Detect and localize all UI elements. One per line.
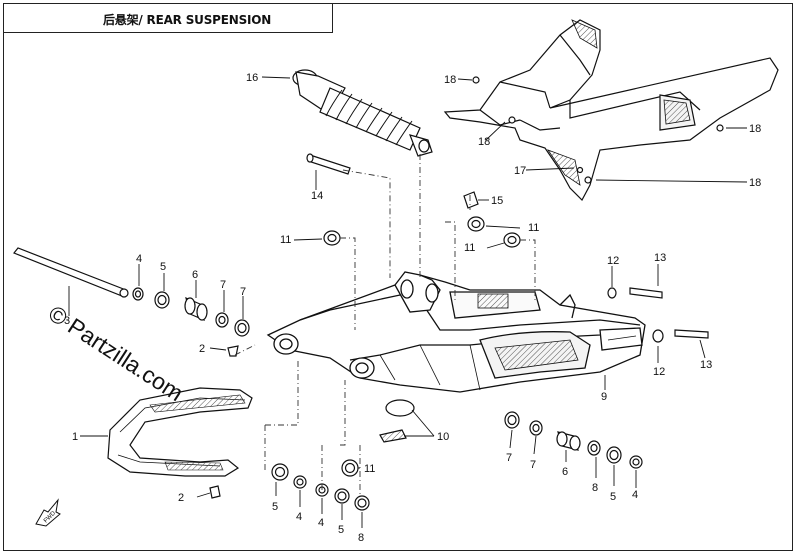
diagram-frame [3,3,793,551]
assembly-lines [234,154,536,495]
callout-16: 16 [246,72,258,84]
callout-4-a: 4 [136,253,142,265]
callout-6-b: 6 [562,466,568,478]
callout-14: 14 [311,190,323,202]
title-box: 后悬架/ REAR SUSPENSION [3,3,333,33]
callout-6-a: 6 [192,269,198,281]
callout-13-a: 13 [654,252,666,264]
page-title: 后悬架/ REAR SUSPENSION [103,13,272,27]
caps-and-fasteners [209,76,724,499]
callout-5-a: 5 [160,261,166,273]
swingarm [266,271,646,393]
callout-11-d: 11 [364,463,375,475]
callout-1: 1 [72,431,78,443]
callout-5-c: 5 [272,501,278,513]
callout-11-b: 11 [280,234,291,246]
callout-17: 17 [514,165,526,177]
callout-8-a: 8 [592,482,598,494]
callout-18-d: 18 [749,177,761,189]
callout-12-b: 12 [653,366,665,378]
pivot-parts-right [504,411,643,469]
callout-18-b: 18 [478,136,490,148]
callout-11-c: 11 [464,242,475,254]
callout-5-d: 5 [338,524,344,536]
callout-5-b: 5 [610,491,616,503]
callout-7-b: 7 [240,286,246,298]
callout-18-c: 18 [749,123,761,135]
callout-15: 15 [491,195,503,207]
callout-4-d: 4 [318,517,324,529]
callout-12-a: 12 [607,255,619,267]
pivot-parts-left [132,287,250,337]
pivot-shaft [13,247,129,298]
callout-13-b: 13 [700,359,712,371]
callout-10: 10 [437,431,449,443]
callout-numbers: 16 18 18 18 18 17 14 15 11 11 11 11 12 1… [64,72,761,544]
shock-absorber [292,69,433,157]
callout-7-d: 7 [530,459,536,471]
callout-18-a: 18 [444,74,456,86]
callout-9: 9 [601,391,607,403]
callout-4-b: 4 [632,489,638,501]
leader-lines [68,76,748,528]
chain-slider [107,387,253,477]
callout-11-a: 11 [528,222,539,234]
forward-arrow-icon: FWD [35,498,61,527]
callout-7-a: 7 [220,279,226,291]
callout-3: 3 [64,315,70,327]
chain-guard [443,19,779,201]
callout-8-b: 8 [358,532,364,544]
callout-7-c: 7 [506,452,512,464]
callout-4-c: 4 [296,511,302,523]
callout-2-a: 2 [199,343,205,355]
callout-2-b: 2 [178,492,184,504]
pivot-parts-bottom [271,459,370,511]
